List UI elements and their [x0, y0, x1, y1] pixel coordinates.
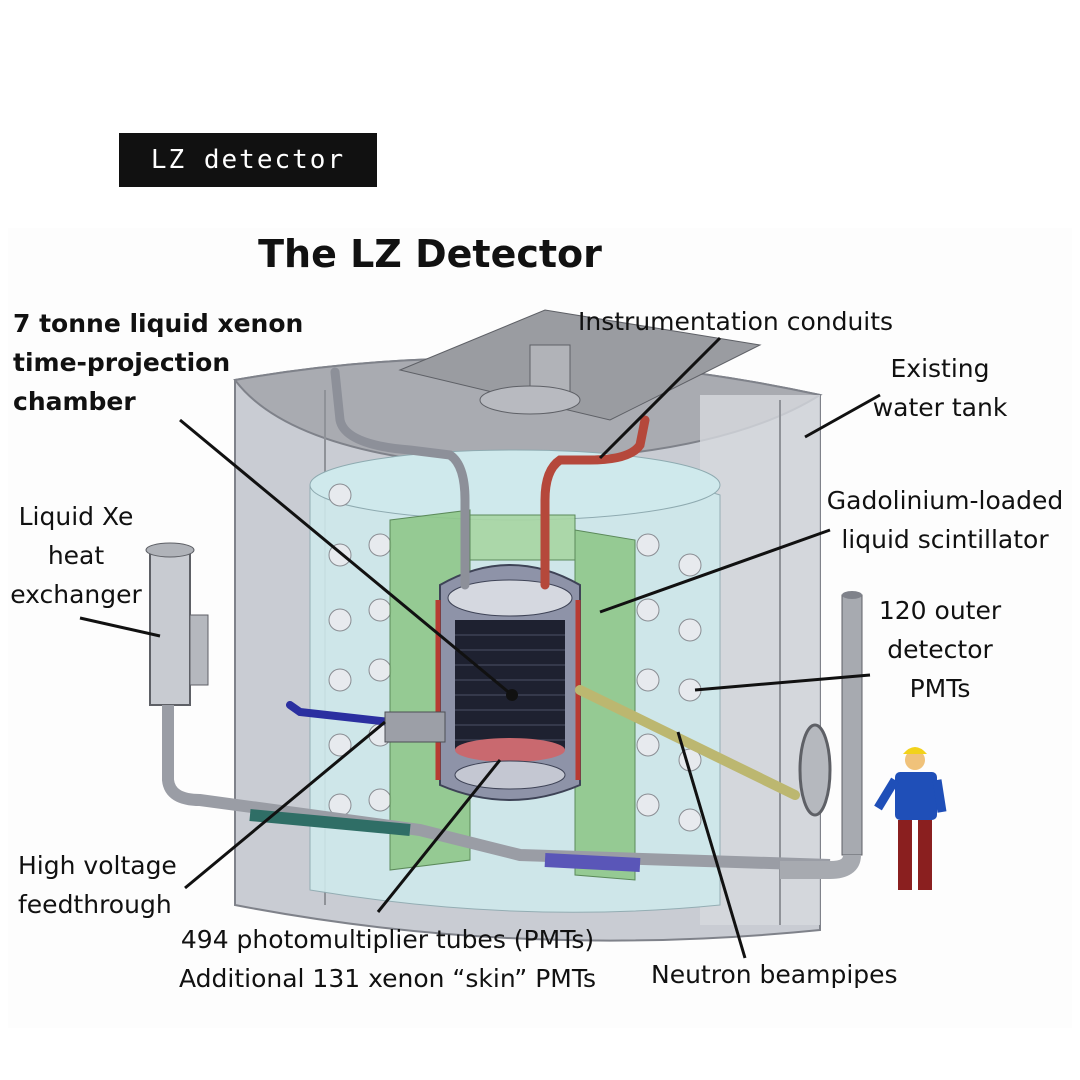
hv-feedthrough	[286, 701, 446, 743]
neutron-beampipe	[575, 685, 800, 800]
person-for-scale	[874, 747, 947, 890]
label-heat-exchanger: Liquid Xe heat exchanger	[10, 502, 142, 609]
leader-lines	[79, 336, 881, 959]
label-neutron-beampipes: Neutron beampipes	[651, 960, 898, 989]
label-scintillator: Gadolinium-loaded liquid scintillator	[826, 486, 1064, 554]
label-hv-feedthrough: High voltage feedthrough	[18, 851, 177, 919]
lz-detector-tag: LZ detector	[119, 133, 377, 187]
right-side-pipe	[780, 591, 863, 879]
tank-lid-structure	[398, 309, 762, 421]
instrumentation-conduits	[330, 367, 650, 590]
label-instrumentation-conduits: Instrumentation conduits	[578, 307, 894, 336]
label-existing-water-tank: Existing water tank	[872, 354, 1008, 422]
label-tpc: 7 tonne liquid xenon time-projection cha…	[13, 309, 304, 416]
heat-exchanger	[145, 542, 831, 872]
figure-title: The LZ Detector	[258, 232, 602, 276]
label-outer-detector-pmts: 120 outer detector PMTs	[878, 596, 1002, 703]
label-pmts: 494 photomultiplier tubes (PMTs) Additio…	[178, 925, 597, 993]
tpc-cryostat	[435, 564, 581, 801]
